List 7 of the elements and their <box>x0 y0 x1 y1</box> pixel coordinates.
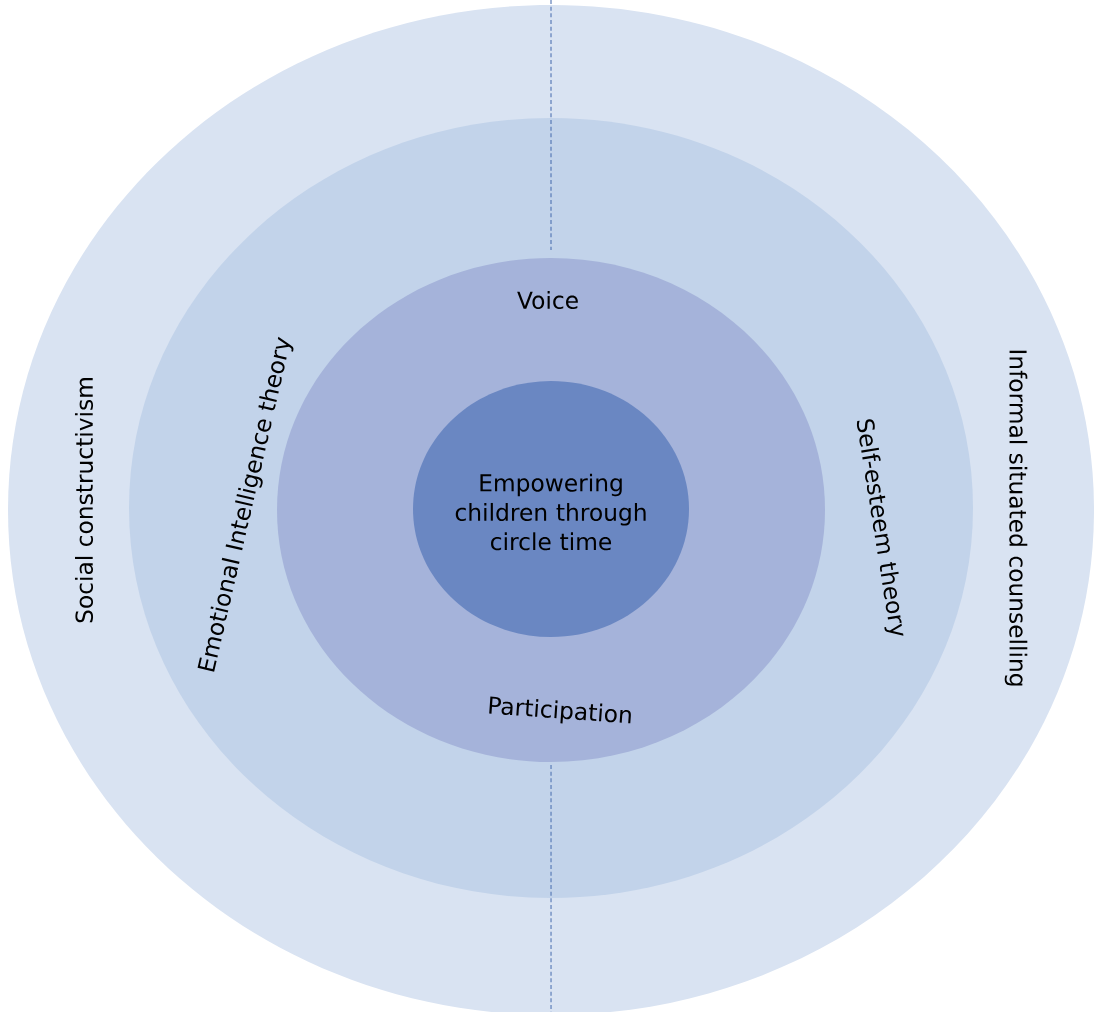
center-label: Empowering children through circle time <box>455 473 646 551</box>
center-circle <box>413 381 689 637</box>
ring-label: Self-esteem theory <box>856 419 904 636</box>
ring-label: Social constructivism <box>74 378 94 623</box>
ring-label: Participation <box>489 696 631 724</box>
ring-label: Voice <box>517 290 578 310</box>
ring-label: Informal situated counselling <box>1004 350 1028 686</box>
